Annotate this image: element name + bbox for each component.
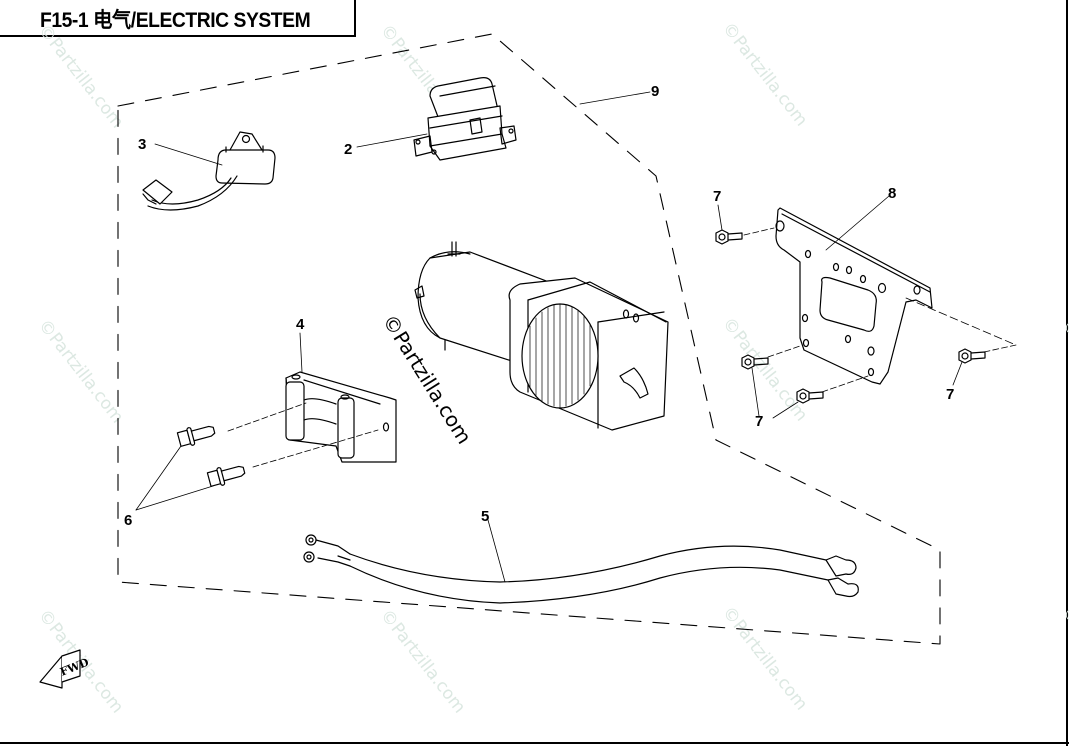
part-2-relay[interactable] bbox=[413, 77, 517, 161]
callout-7: 7 bbox=[713, 188, 721, 205]
bolt bbox=[741, 354, 769, 370]
callout-4: 4 bbox=[296, 316, 305, 333]
part-8-mount-plate[interactable] bbox=[743, 207, 1017, 393]
watermark: ©Partzilla.com bbox=[1058, 603, 1069, 714]
callout-7: 7 bbox=[946, 386, 954, 403]
watermark: ©Partzilla.com bbox=[34, 316, 127, 427]
part-7-bolts[interactable] bbox=[715, 229, 986, 404]
page-title: F15-1 电气/ELECTRIC SYSTEM bbox=[40, 9, 311, 32]
frame-border-right bbox=[1066, 0, 1068, 746]
watermark: ©Partzilla.com bbox=[718, 603, 811, 714]
part-4-fairlead[interactable] bbox=[227, 371, 397, 468]
callout-8: 8 bbox=[888, 185, 896, 202]
part-6-bolts[interactable] bbox=[176, 422, 246, 489]
bolt bbox=[715, 229, 743, 245]
callout-6: 6 bbox=[124, 512, 132, 529]
bolt bbox=[958, 348, 986, 364]
watermark: ©Partzilla.com bbox=[376, 606, 469, 717]
callout-2: 2 bbox=[344, 141, 352, 158]
watermark: ©Partzilla.com bbox=[1058, 316, 1069, 427]
callout-labels: 3 2 9 4 5 6 7 7 7 8 bbox=[124, 83, 954, 529]
part-5-cable[interactable] bbox=[303, 534, 859, 604]
watermark: ©Partzilla.com bbox=[718, 19, 811, 130]
watermark: ©Partzilla.com bbox=[718, 314, 811, 425]
callout-7: 7 bbox=[755, 413, 763, 430]
part-9-winch[interactable] bbox=[414, 241, 669, 431]
watermark: ©Partzilla.com bbox=[34, 21, 127, 132]
callout-9: 9 bbox=[651, 83, 659, 100]
callout-5: 5 bbox=[481, 508, 489, 525]
leader-lines bbox=[135, 91, 963, 583]
bolt bbox=[796, 388, 824, 404]
frame-border-bottom bbox=[0, 742, 1069, 744]
part-3-switch[interactable] bbox=[142, 131, 276, 211]
title-box: F15-1 电气/ELECTRIC SYSTEM bbox=[0, 0, 356, 37]
callout-3: 3 bbox=[138, 136, 146, 153]
fwd-arrow-icon: FWD bbox=[39, 649, 91, 689]
assembly-boundary bbox=[117, 33, 941, 645]
